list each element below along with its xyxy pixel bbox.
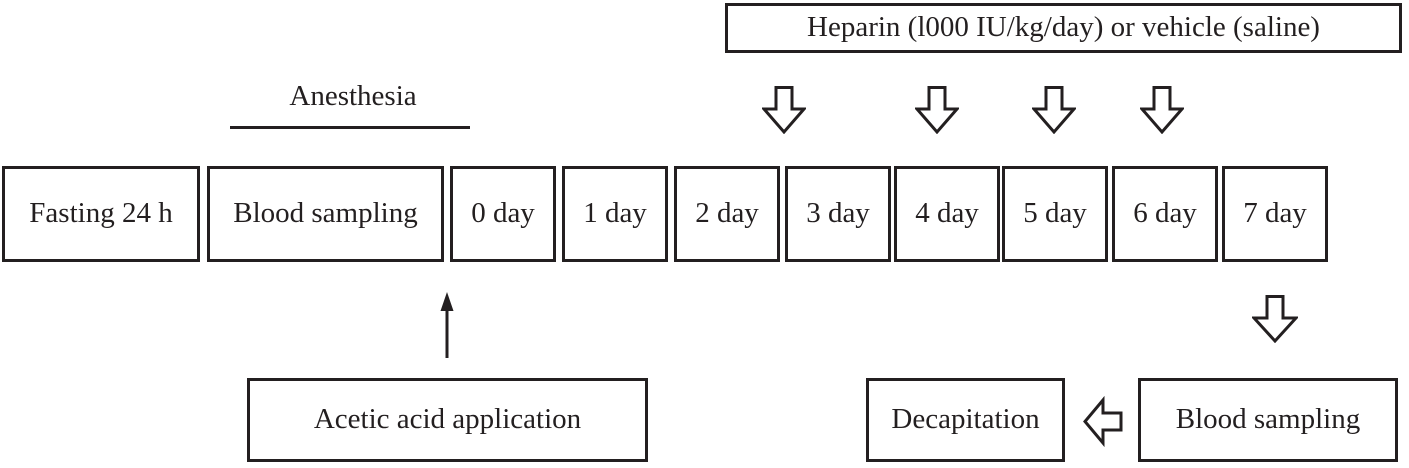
timeline-box-day-4: 4 day — [894, 166, 1000, 262]
heparin-dose-down-arrow-icon — [915, 86, 959, 134]
heparin-dose-down-arrow-icon — [1032, 86, 1076, 134]
sampling-down-arrow-icon — [1252, 295, 1298, 343]
timeline-box-day-5-label: 5 day — [1023, 197, 1087, 230]
timeline-box-fasting: Fasting 24 h — [2, 166, 200, 262]
timeline-box-day-0-label: 0 day — [471, 197, 535, 230]
acetic-acid-application-label: Acetic acid application — [313, 403, 582, 436]
acetic-acid-application-box: Acetic acid application — [247, 378, 648, 462]
timeline-box-day-3: 3 day — [785, 166, 891, 262]
timeline-box-day-2-label: 2 day — [695, 197, 759, 230]
timeline-box-day-0: 0 day — [450, 166, 556, 262]
timeline-box-blood-sampling-label: Blood sampling — [233, 197, 418, 230]
timeline-box-day-6: 6 day — [1112, 166, 1218, 262]
timeline-box-day-7-label: 7 day — [1243, 197, 1307, 230]
anesthesia-label: Anesthesia — [289, 80, 417, 112]
heparin-treatment-box: Heparin (l000 IU/kg/day) or vehicle (sal… — [725, 3, 1402, 53]
heparin-treatment-label: Heparin (l000 IU/kg/day) or vehicle (sal… — [807, 11, 1320, 44]
heparin-dose-down-arrow-icon — [1140, 86, 1184, 134]
final-blood-sampling-box: Blood sampling — [1138, 378, 1398, 462]
acetic-up-arrow-icon — [440, 292, 454, 358]
timeline-box-day-6-label: 6 day — [1133, 197, 1197, 230]
timeline-box-day-4-label: 4 day — [915, 197, 979, 230]
final-blood-sampling-label: Blood sampling — [1175, 403, 1361, 436]
timeline-box-blood-sampling: Blood sampling — [207, 166, 444, 262]
timeline-box-day-5: 5 day — [1002, 166, 1108, 262]
decapitation-label: Decapitation — [891, 403, 1040, 436]
timeline-box-fasting-label: Fasting 24 h — [29, 197, 173, 230]
timeline-box-day-3-label: 3 day — [806, 197, 870, 230]
timeline-box-day-7: 7 day — [1222, 166, 1328, 262]
flow-left-arrow-icon — [1083, 395, 1123, 448]
decapitation-box: Decapitation — [866, 378, 1065, 462]
timeline-box-day-1: 1 day — [562, 166, 668, 262]
heparin-dose-down-arrow-icon — [762, 86, 806, 134]
timeline-box-day-1-label: 1 day — [583, 197, 647, 230]
timeline-box-day-2: 2 day — [674, 166, 780, 262]
anesthesia-underline — [230, 126, 470, 129]
